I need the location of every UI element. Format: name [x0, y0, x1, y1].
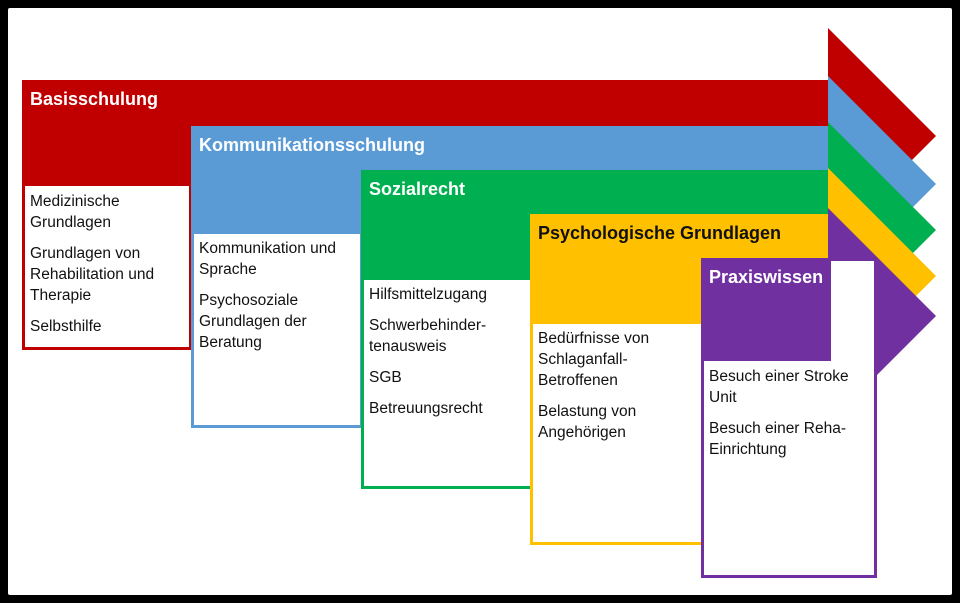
praxis-header: Praxiswissen: [701, 258, 831, 361]
praxis-items: Besuch einer Stroke Unit Besuch einer Re…: [709, 366, 871, 470]
list-item: Psychosoziale Grundlagen der Beratung: [199, 292, 307, 351]
list-item: Grundlagen von Rehabilitation und Therap…: [30, 245, 155, 304]
list-item: Selbsthilfe: [30, 318, 102, 335]
praxis-title: Praxiswissen: [709, 267, 824, 287]
list-item: Besuch einer Reha-Einrichtung: [709, 420, 846, 458]
list-item: Hilfsmittelzugang: [369, 286, 488, 303]
list-item: Betreuungsrecht: [369, 400, 483, 417]
psychologie-items: Bedürfnisse von Schlaganfall-Betroffenen…: [538, 328, 700, 453]
list-item: SGB: [369, 369, 402, 386]
sozialrecht-title: Sozialrecht: [369, 179, 466, 199]
psychologie-title: Psychologische Grundlagen: [538, 223, 782, 243]
basis-items: Medizinische Grundlagen Grundlagen von R…: [30, 191, 190, 347]
list-item: Medizinische Grundlagen: [30, 193, 120, 231]
kommunikation-title: Kommunikationsschulung: [199, 135, 426, 155]
sozialrecht-items: Hilfsmittelzugang Schwerbehinder-tenausw…: [369, 284, 529, 429]
list-item: Belastung von Angehörigen: [538, 403, 637, 441]
list-item: Schwerbehinder-tenausweis: [369, 317, 487, 355]
list-item: Kommunikation und Sprache: [199, 240, 336, 278]
kommunikation-items: Kommunikation und Sprache Psychosoziale …: [199, 238, 359, 363]
list-item: Bedürfnisse von Schlaganfall-Betroffenen: [538, 330, 650, 389]
basis-title: Basisschulung: [30, 89, 159, 109]
list-item: Besuch einer Stroke Unit: [709, 368, 849, 406]
